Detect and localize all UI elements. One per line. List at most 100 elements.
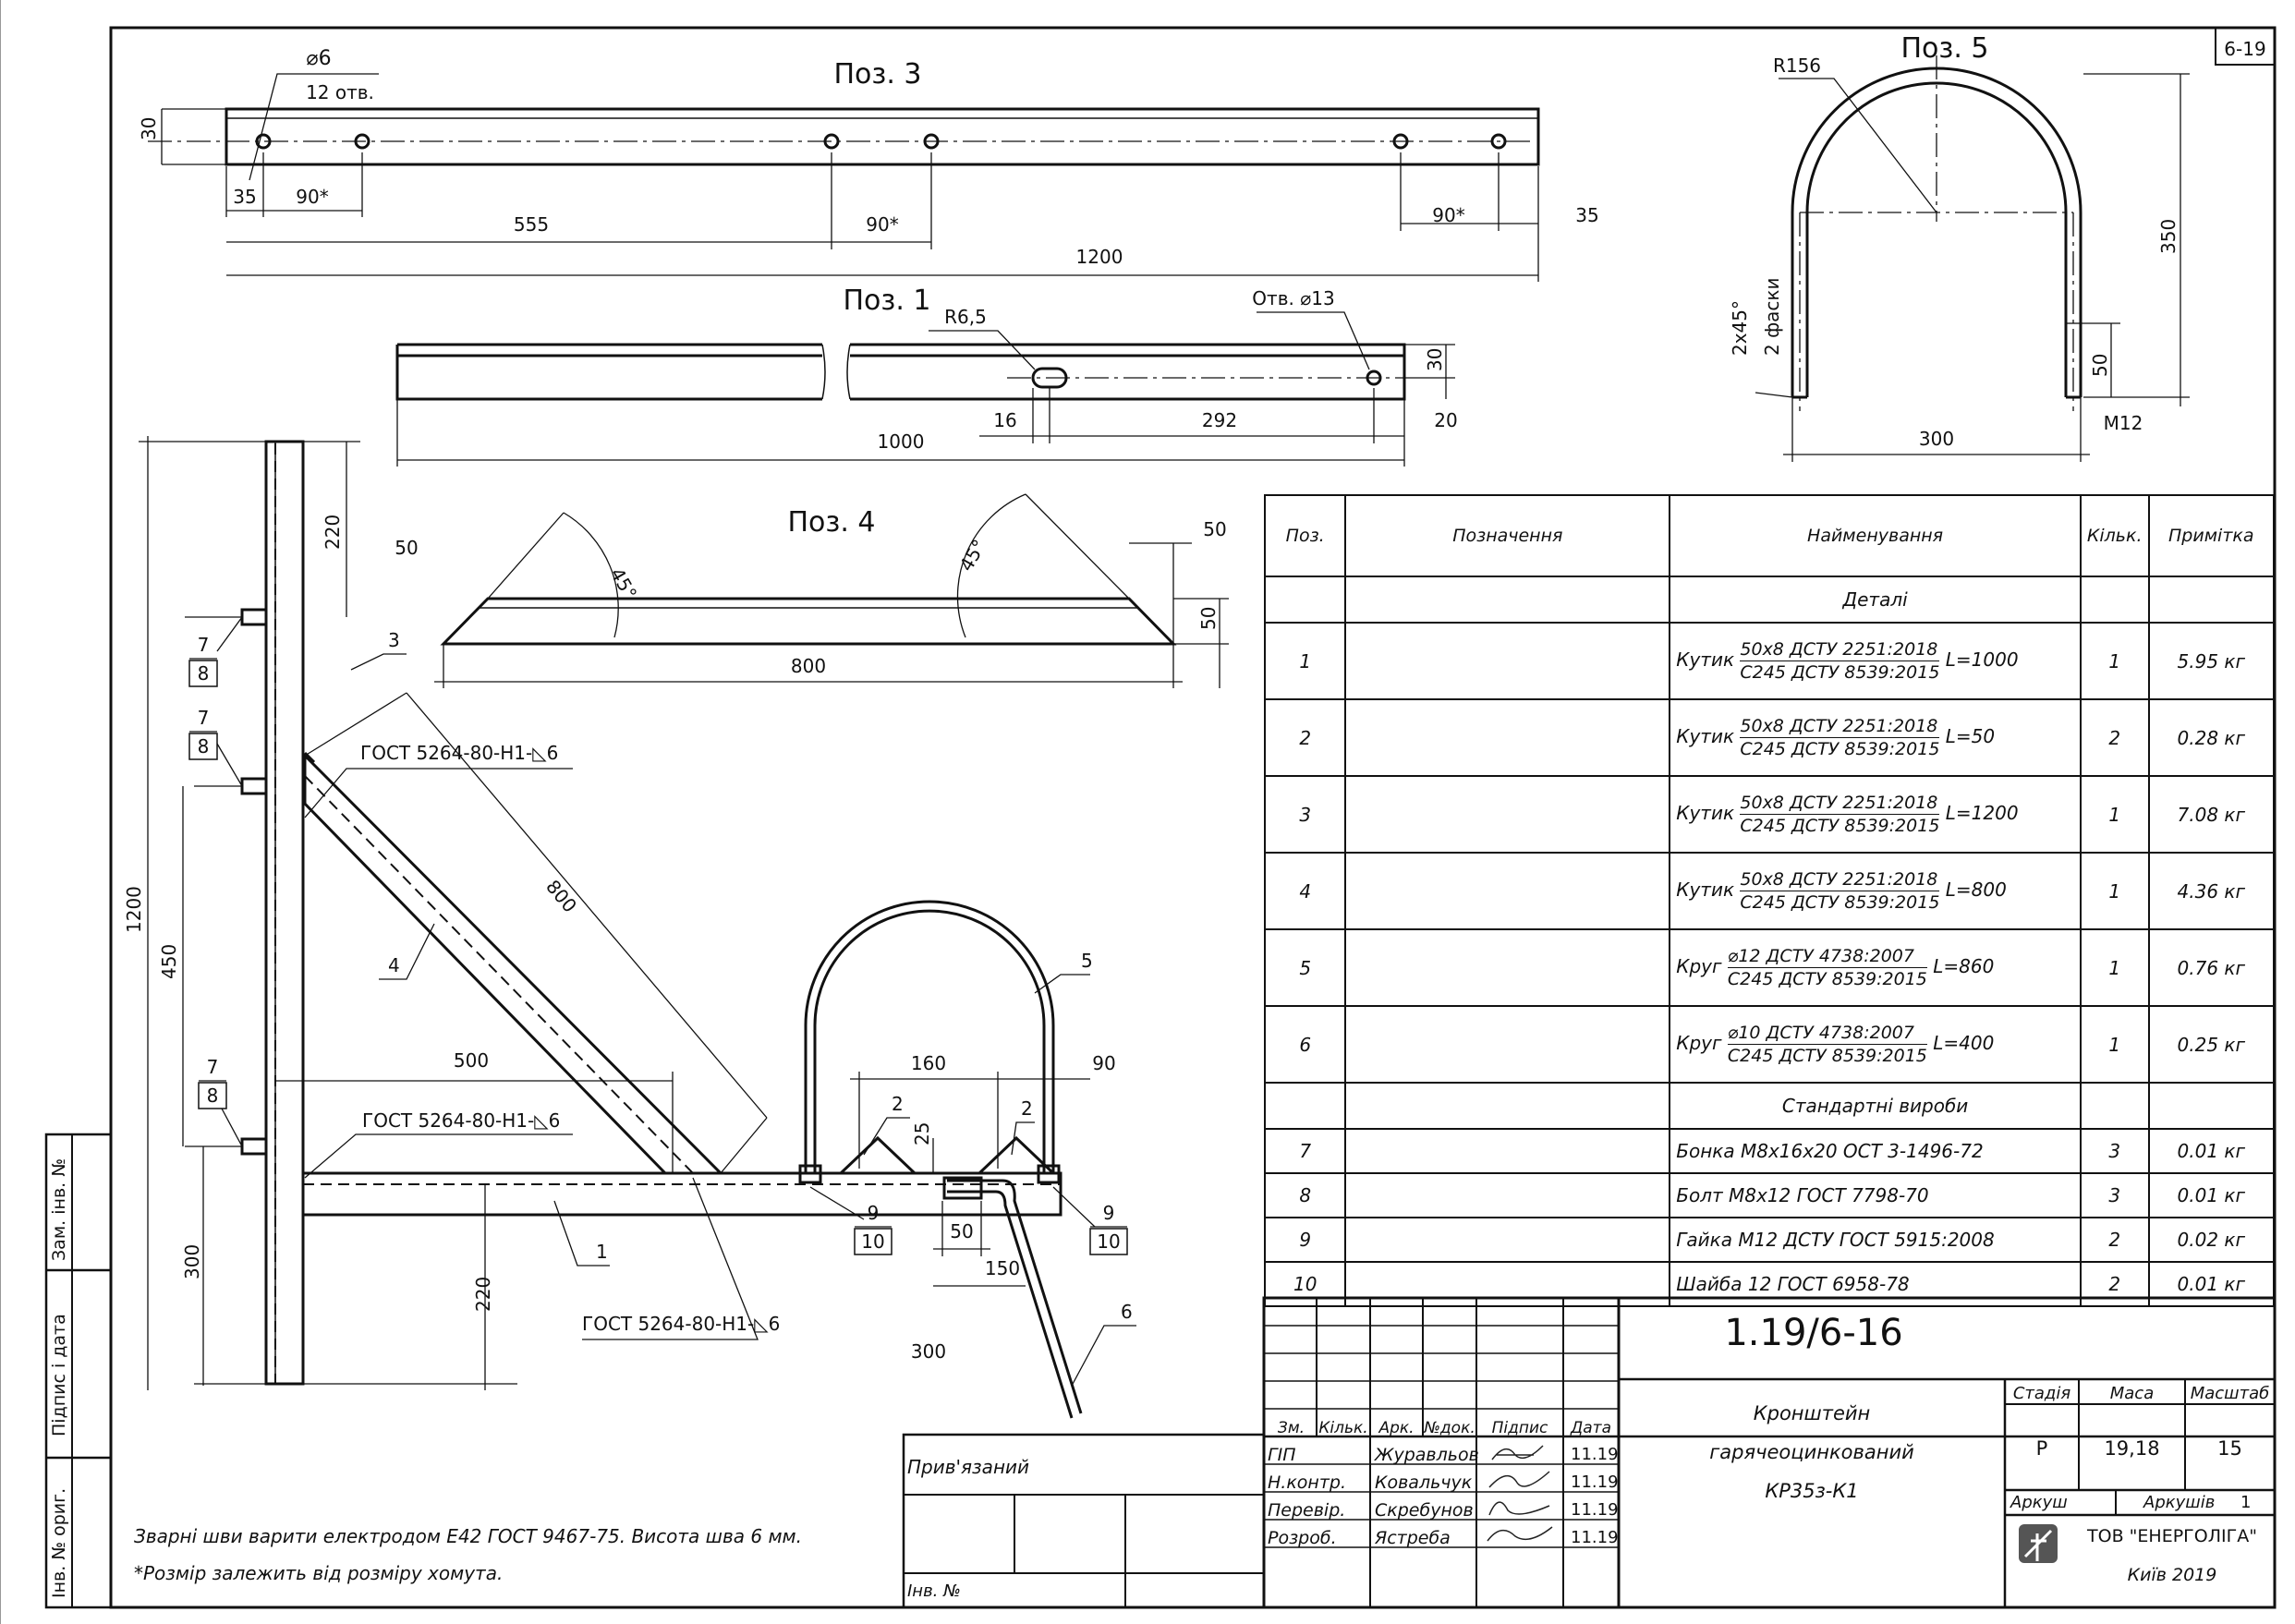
bolt [240, 777, 268, 795]
svg-text:1000: 1000 [878, 430, 925, 453]
svg-text:10: 10 [861, 1230, 884, 1253]
svg-text:35: 35 [1575, 204, 1598, 226]
svg-text:2x45°: 2x45° [1729, 300, 1751, 356]
svg-text:8: 8 [198, 735, 210, 757]
svg-text:R156: R156 [1773, 55, 1821, 77]
product-name-3: КР35з-К1 [1765, 1480, 1859, 1502]
diagonal-brace [303, 752, 724, 1175]
spacer-angle [839, 1135, 917, 1175]
hole [255, 133, 272, 150]
svg-text:9: 9 [1103, 1202, 1115, 1224]
stage-value: Р [2035, 1437, 2048, 1460]
bolt [240, 608, 268, 626]
svg-text:1: 1 [596, 1241, 608, 1263]
city-year: Київ 2019 [2127, 1565, 2217, 1585]
pos4-view: Поз. 4 45° 45° 50 50 50 800 [395, 493, 1229, 688]
svg-text:2 фаски: 2 фаски [1761, 277, 1783, 356]
svg-text:8: 8 [198, 662, 210, 685]
svg-text:9: 9 [868, 1202, 880, 1224]
spacer-angle [978, 1135, 1055, 1175]
u-bolt [804, 900, 1055, 1173]
note-dimension: *Розмір залежить від розміру хомута. [134, 1562, 503, 1584]
svg-text:292: 292 [1202, 409, 1237, 431]
svg-text:45°: 45° [955, 536, 991, 576]
svg-text:16: 16 [993, 409, 1016, 431]
hole [823, 133, 840, 150]
pos3-title: Поз. 3 [833, 58, 921, 91]
rod [947, 1179, 1083, 1419]
svg-text:R6,5: R6,5 [944, 306, 987, 328]
note-welding: Зварні шви варити електродом Е42 ГОСТ 94… [134, 1525, 802, 1547]
svg-text:4: 4 [388, 954, 400, 976]
table-row: 10 Шайба 12 ГОСТ 6958-78 2 0.01 кг [1263, 1261, 2276, 1307]
svg-text:1200: 1200 [123, 886, 145, 933]
svg-text:7: 7 [207, 1056, 219, 1078]
callout-7-8-bottom: 7 8 [198, 1056, 243, 1147]
svg-text:50: 50 [1197, 607, 1220, 630]
pos5-view: Поз. 5 R156 350 2x45° 2 фаски 50 M12 300 [1729, 32, 2190, 462]
assembly-view: 7 8 7 8 7 8 1200 220 450 300 [123, 436, 1136, 1419]
svg-text:50: 50 [950, 1220, 973, 1242]
section-details: Деталі [1669, 576, 2082, 624]
col-name: Найменування [1669, 494, 2082, 577]
svg-text:220: 220 [322, 515, 344, 550]
svg-text:50: 50 [1203, 518, 1226, 540]
svg-text:ГОСТ 5264-80-Н1-◺6: ГОСТ 5264-80-Н1-◺6 [360, 742, 558, 764]
mass-value: 19,18 [2104, 1437, 2160, 1460]
inv-orig-label: Інв. № ориг. [49, 1488, 69, 1598]
tied-block: Прив'язаний Інв. № [902, 1433, 1266, 1609]
bolt [240, 1137, 268, 1156]
doc-code: 1.19/6-16 [1724, 1312, 1903, 1354]
col-pos: Поз. [1263, 494, 1347, 577]
callout-7-8-top: 7 8 [188, 616, 243, 687]
pos3-view: Поз. 3 ⌀6 12 отв. 30 35 90* 555 90* [138, 47, 1599, 282]
svg-text:90*: 90* [296, 186, 328, 208]
pos5-title: Поз. 5 [1900, 32, 1988, 65]
svg-text:500: 500 [454, 1049, 489, 1072]
side-stamp: Інв. № ориг. Підпис і дата Зам. інв. № [44, 1133, 113, 1609]
vertical-angle [264, 440, 305, 1386]
hole [923, 133, 940, 150]
svg-text:12 отв.: 12 отв. [306, 81, 374, 103]
pos1-view: Поз. 1 R6,5 Отв. ⌀13 30 16 292 20 1000 [395, 285, 1458, 467]
svg-text:50: 50 [2089, 354, 2111, 377]
svg-text:30: 30 [1424, 348, 1446, 371]
svg-text:555: 555 [514, 213, 549, 236]
sign-date-label: Підпис і дата [49, 1314, 69, 1436]
svg-text:⌀6: ⌀6 [306, 47, 331, 70]
table-row: 8 Болт М8х12 ГОСТ 7798-70 3 0.01 кг [1263, 1172, 2276, 1218]
pos4-title: Поз. 4 [787, 506, 875, 539]
col-note: Примітка [2147, 494, 2276, 577]
svg-text:10: 10 [1097, 1230, 1120, 1253]
section-standard: Стандартні вироби [1669, 1082, 2082, 1130]
svg-text:90*: 90* [866, 213, 898, 236]
svg-text:350: 350 [2157, 219, 2180, 254]
svg-text:ГОСТ 5264-80-Н1-◺6: ГОСТ 5264-80-Н1-◺6 [582, 1313, 780, 1335]
svg-text:50: 50 [395, 537, 418, 559]
svg-text:30: 30 [138, 117, 160, 140]
svg-text:Отв. ⌀13: Отв. ⌀13 [1252, 287, 1334, 309]
svg-text:90: 90 [1092, 1052, 1115, 1074]
svg-text:800: 800 [791, 655, 826, 677]
svg-text:90*: 90* [1432, 204, 1464, 226]
svg-text:5: 5 [1081, 950, 1093, 972]
table-row: 9 Гайка М12 ДСТУ ГОСТ 5915:2008 2 0.02 к… [1263, 1217, 2276, 1263]
svg-text:800: 800 [541, 876, 581, 917]
hole [1392, 133, 1409, 150]
svg-text:160: 160 [911, 1052, 946, 1074]
svg-text:300: 300 [181, 1244, 203, 1279]
svg-text:35: 35 [233, 186, 256, 208]
hole [1490, 133, 1507, 150]
svg-text:450: 450 [158, 944, 180, 979]
svg-text:2: 2 [892, 1093, 904, 1115]
svg-text:150: 150 [985, 1257, 1020, 1279]
svg-text:7: 7 [198, 707, 210, 729]
svg-text:1200: 1200 [1076, 246, 1123, 268]
hole [354, 133, 370, 150]
